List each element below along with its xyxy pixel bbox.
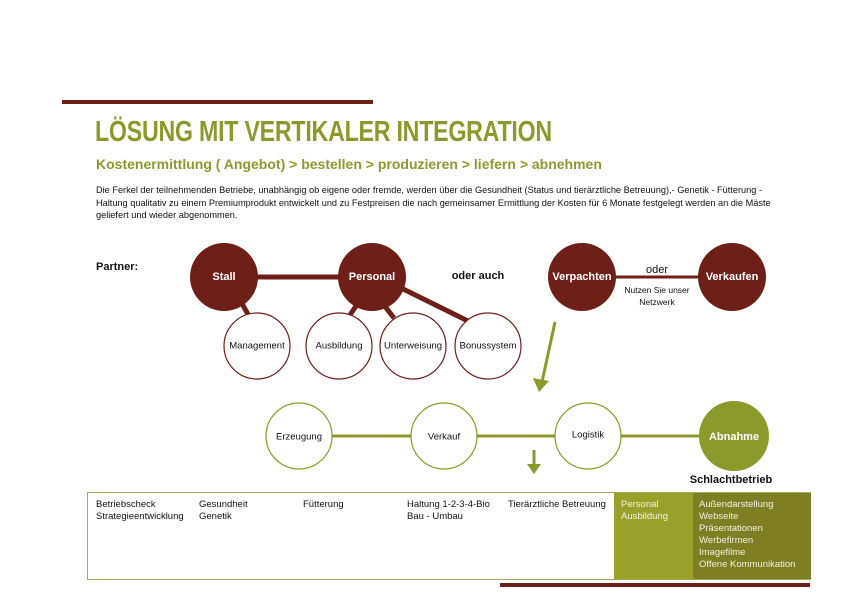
verkaufen-label: Verkaufen — [705, 271, 759, 283]
measures-table: Betriebscheck Strategieentwicklung Gesun… — [87, 492, 811, 580]
table-cell: Genetik — [199, 511, 232, 522]
table-cell: Präsentationen — [699, 523, 763, 534]
marketing-column-bg — [693, 493, 811, 579]
table-cell: Betriebscheck — [96, 499, 156, 510]
node-bonussystem — [454, 312, 522, 380]
connector — [393, 282, 472, 325]
abnahme-label: Abnahme — [708, 431, 760, 443]
table-cell: Gesundheit — [199, 499, 248, 510]
verkauf-label: Verkauf — [427, 431, 461, 443]
node-erzeugung — [265, 402, 333, 470]
personal-label: Personal — [348, 271, 396, 283]
table-cell: Fütterung — [303, 499, 344, 510]
table-cell: Außendarstellung — [699, 499, 774, 510]
unterweisung-label: Unterweisung — [383, 340, 443, 352]
table-column: Gesundheit Genetik — [199, 499, 248, 523]
table-column: Personal Ausbildung — [621, 499, 668, 523]
table-cell: Offene Kommunikation — [699, 559, 796, 570]
table-cell: Bau - Umbau — [407, 511, 463, 522]
node-abnahme — [699, 401, 769, 471]
node-ausbildung — [305, 312, 373, 380]
table-column: Außendarstellung Webseite Präsentationen… — [699, 499, 795, 571]
arrow-diagonal — [540, 321, 557, 383]
logistik-label: Logistik — [571, 429, 605, 441]
page-subtitle: Kostenermittlung ( Angebot) > bestellen … — [96, 156, 602, 172]
arrow-head — [533, 378, 549, 392]
schlachtbetrieb-label: Schlachtbetrieb — [689, 474, 773, 486]
personal-column-bg — [614, 493, 693, 579]
netzwerk-line-1: Nutzen Sie unser — [624, 285, 690, 295]
partner-label: Partner: — [96, 261, 139, 273]
table-column: Betriebscheck Strategieentwicklung — [96, 499, 184, 523]
stall-label: Stall — [212, 271, 236, 283]
erzeugung-label: Erzeugung — [276, 431, 322, 443]
oder-auch-label: oder auch — [451, 270, 505, 282]
table-column: Fütterung — [303, 499, 344, 511]
node-verpachten — [548, 243, 616, 311]
table-cell: Haltung 1-2-3-4-Bio — [407, 499, 490, 510]
ausbildung-label: Ausbildung — [315, 340, 363, 352]
node-stall — [190, 243, 258, 311]
description: Die Ferkel der teilnehmenden Betriebe, u… — [96, 185, 771, 220]
table-column: Tierärztliche Betreuung — [508, 499, 606, 511]
arrow-down-head — [527, 464, 541, 474]
page-title: LÖSUNG MIT VERTIKALER INTEGRATION — [95, 116, 552, 148]
table-cell: Strategieentwicklung — [96, 511, 184, 522]
node-verkaufen — [698, 243, 766, 311]
node-logistik — [554, 402, 622, 470]
netzwerk-line-2: Netzwerk — [639, 297, 675, 307]
table-column: Haltung 1-2-3-4-Bio Bau - Umbau — [407, 499, 490, 523]
table-cell: Tierärztliche Betreuung — [508, 499, 606, 510]
table-cell: Personal — [621, 499, 659, 510]
node-verkauf — [410, 402, 478, 470]
node-personal — [338, 243, 406, 311]
table-cell: Werbefirmen — [699, 535, 754, 546]
table-cell: Webseite — [699, 511, 739, 522]
management-label: Management — [229, 340, 285, 352]
node-unterweisung — [379, 312, 447, 380]
oder-label: oder — [645, 264, 669, 276]
table-cell: Ausbildung — [621, 511, 669, 522]
bonussystem-label: Bonussystem — [459, 340, 517, 352]
table-cell: Imagefilme — [699, 547, 746, 558]
verpachten-label: Verpachten — [552, 271, 612, 283]
node-management — [223, 312, 291, 380]
